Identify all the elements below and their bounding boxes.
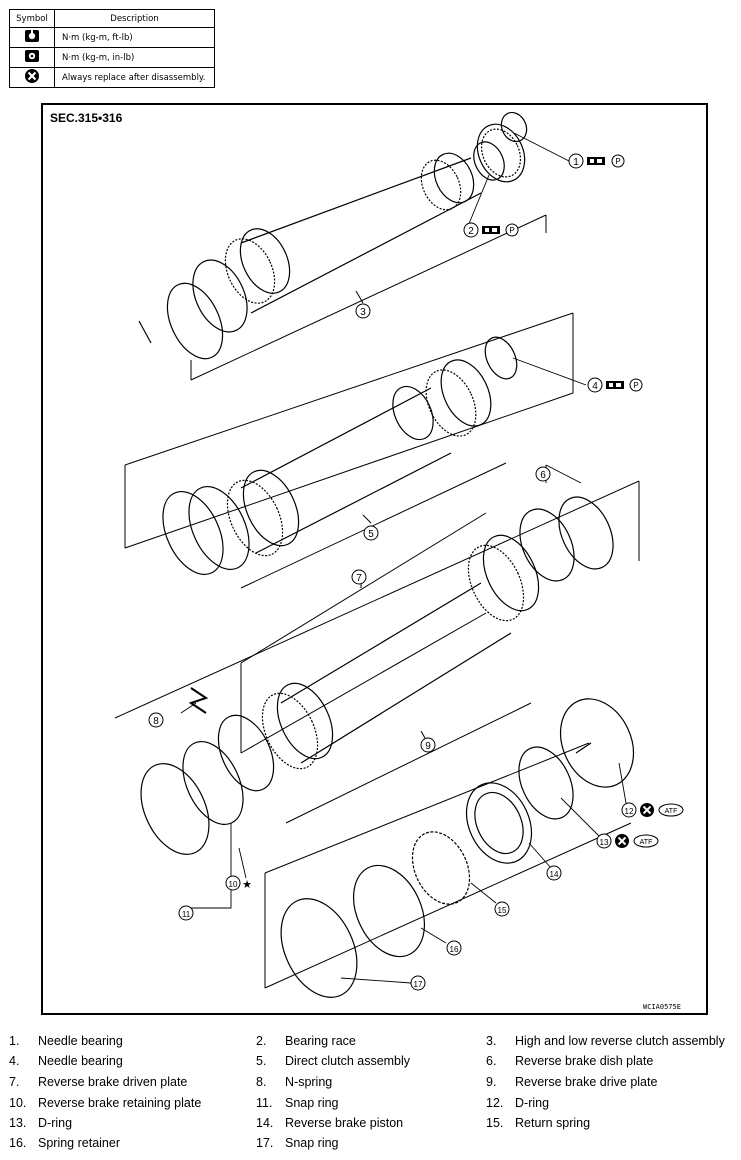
svg-text:7: 7 [356, 573, 362, 584]
legend-row: N·m (kg-m, ft-lb) [9, 27, 215, 48]
legend-header-symbol: Symbol [9, 9, 55, 28]
symbol-legend-table: Symbol Description N·m (kg-m, ft-lb) N·m… [9, 9, 215, 88]
legend-row: Always replace after disassembly. [9, 67, 215, 88]
callout-12: 12 [621, 802, 637, 818]
callout-11: 11 [178, 905, 194, 921]
svg-text:ATF: ATF [640, 839, 653, 846]
svg-text:P: P [509, 226, 514, 235]
svg-text:11: 11 [182, 910, 191, 919]
legend-row: N·m (kg-m, in-lb) [9, 47, 215, 68]
section-label: SEC.315•316 [50, 111, 123, 125]
callout-8: 8 [148, 712, 164, 728]
exploded-view-diagram: SEC.315•316 WCIA0575E [41, 103, 708, 1015]
callout-16: 16 [446, 940, 462, 956]
legend-header-row: Symbol Description [9, 9, 215, 28]
torque-ft-lb-icon [587, 157, 605, 165]
svg-text:6: 6 [540, 470, 546, 481]
bracket-lines [114, 214, 640, 989]
replace-icon [614, 833, 630, 849]
reverse-brake-piston-group [280, 698, 635, 998]
atf-icon: ATF [633, 834, 659, 848]
callout-15: 15 [494, 901, 510, 917]
reverse-brake-plates [140, 496, 614, 855]
svg-text:ATF: ATF [665, 808, 678, 815]
callout-9: 9 [420, 737, 436, 753]
callout-7: 7 [351, 569, 367, 585]
svg-text:17: 17 [414, 980, 423, 989]
petroleum-jelly-icon: P [629, 378, 643, 392]
svg-text:12: 12 [625, 807, 634, 816]
svg-text:16: 16 [450, 945, 459, 954]
figure-code: WCIA0575E [643, 1003, 681, 1011]
callout-2: 2 [463, 222, 479, 238]
callout-labels: 1 P 2 P 3 4 P 5 6 7 8 9 10 ★ 11 12 ATF 1… [148, 153, 684, 991]
svg-text:2: 2 [468, 226, 474, 237]
legend-description: N·m (kg-m, in-lb) [54, 47, 215, 68]
callout-1: 1 [568, 153, 584, 169]
svg-text:P: P [633, 381, 638, 390]
svg-text:14: 14 [550, 870, 559, 879]
star-mark: ★ [242, 879, 252, 891]
petroleum-jelly-icon: P [611, 154, 625, 168]
callout-4: 4 [587, 377, 603, 393]
torque-in-lb-icon [25, 50, 39, 62]
svg-text:13: 13 [600, 838, 609, 847]
torque-ft-lb-icon [25, 30, 39, 42]
svg-text:4: 4 [592, 381, 598, 392]
callout-13: 13 [596, 833, 612, 849]
svg-text:1: 1 [573, 157, 579, 168]
atf-icon: ATF [658, 803, 684, 817]
high-low-reverse-clutch [138, 111, 528, 360]
svg-text:9: 9 [425, 741, 431, 752]
legend-header-description: Description [54, 9, 215, 28]
torque-ft-lb-icon [606, 381, 624, 389]
legend-description: Always replace after disassembly. [54, 67, 215, 88]
svg-text:8: 8 [153, 716, 159, 727]
replace-icon [639, 802, 655, 818]
svg-text:P: P [615, 157, 620, 166]
torque-ft-lb-icon [482, 226, 500, 234]
svg-text:10: 10 [229, 880, 238, 889]
legend-description: N·m (kg-m, ft-lb) [54, 27, 215, 48]
svg-text:3: 3 [360, 307, 366, 318]
svg-text:15: 15 [498, 906, 507, 915]
svg-text:5: 5 [368, 529, 374, 540]
petroleum-jelly-icon: P [505, 223, 519, 237]
callout-6: 6 [535, 466, 551, 482]
callout-14: 14 [546, 865, 562, 881]
callout-17: 17 [410, 975, 426, 991]
diagram-frame [41, 103, 708, 1015]
direct-clutch [162, 336, 518, 575]
callout-5: 5 [363, 525, 379, 541]
callout-10: 10 [225, 875, 241, 891]
replace-icon [25, 69, 39, 83]
callout-3: 3 [355, 303, 371, 319]
